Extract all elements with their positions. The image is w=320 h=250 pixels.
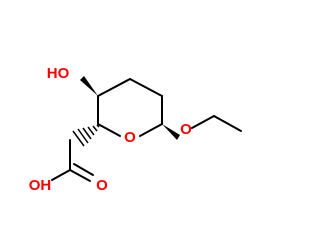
- bond-c4-c5: [129, 78, 163, 97]
- acid-hydroxyl-label: OH: [29, 177, 52, 194]
- ring-oxygen-label: O: [124, 129, 136, 146]
- bond-c3-c4: [97, 78, 131, 97]
- bond-c-o-double-a: [69, 169, 91, 182]
- bond-o-ch2: [191, 115, 215, 129]
- bond-ch2-ch3: [213, 115, 242, 132]
- molecule-diagram: HO O O O OH: [29, 65, 242, 194]
- bond-c6-o1: [139, 123, 163, 137]
- bond-o1-c2: [97, 123, 121, 137]
- ether-oxygen-label: O: [180, 121, 192, 138]
- hashed-bond-c2-ch2: [72, 124, 100, 147]
- hydroxyl-label: HO: [47, 65, 70, 82]
- wedge-bond-c6-oet: [162, 124, 180, 140]
- bond-c-o-double-b: [73, 163, 94, 176]
- carbonyl-oxygen-label: O: [96, 177, 108, 194]
- wedge-bond-c3-oh: [80, 76, 98, 96]
- bond-c-oh-acid: [51, 169, 71, 181]
- structure-canvas: HO O O O OH: [29, 65, 242, 194]
